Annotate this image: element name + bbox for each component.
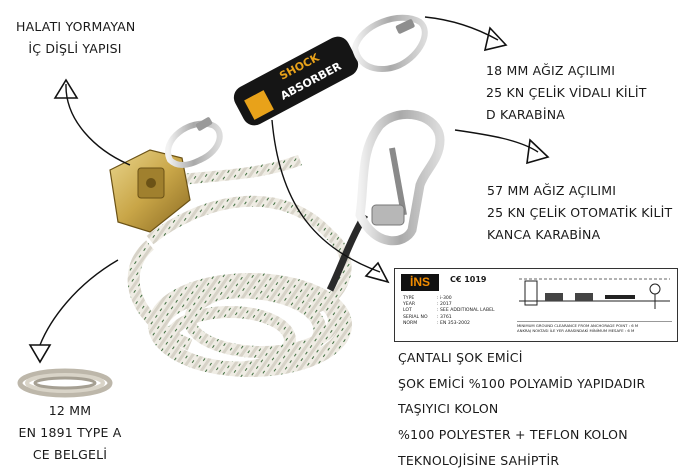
- spec-key: NORM: [403, 321, 437, 327]
- label-warning: MINIMUM GROUND CLEARANCE FROM ANCHORAGE …: [517, 321, 672, 333]
- installation-diagram: [515, 271, 675, 317]
- callout-d-carabiner: 18 MM AĞIZ AÇILIMI 25 KN ÇELİK VİDALI Kİ…: [486, 60, 647, 126]
- callout-line: ŞOK EMİCİ %100 POLYAMİD YAPIDADIR: [398, 371, 645, 397]
- callout-line: TAŞIYICI KOLON: [398, 396, 645, 422]
- callout-line: EN 1891 TYPE A: [14, 422, 126, 444]
- callout-line: HALATI YORMAYAN: [16, 16, 134, 38]
- ce-mark: C€ 1019: [450, 275, 487, 284]
- callout-line: 25 KN ÇELİK VİDALI KİLİT: [486, 82, 647, 104]
- brand-logo: İNS: [401, 274, 439, 291]
- d-carabiner: [355, 18, 425, 69]
- callout-line: KANCA KARABİNA: [487, 224, 672, 246]
- callout-line: 57 MM AĞIZ AÇILIMI: [487, 180, 672, 202]
- callout-line: D KARABİNA: [486, 104, 647, 126]
- spec-value: : EN 353-2002: [437, 321, 470, 326]
- callout-line: ÇANTALI ŞOK EMİCİ: [398, 345, 645, 371]
- warning-line: ANKRAJ NOKTASI İLE YER ARASINDAKİ MİNİMU…: [517, 328, 672, 333]
- callout-rope: 12 MM EN 1891 TYPE A CE BELGELİ: [14, 400, 126, 466]
- callout-line: %100 POLYESTER + TEFLON KOLON: [398, 422, 645, 448]
- callout-line: 18 MM AĞIZ AÇILIMI: [486, 60, 647, 82]
- callout-absorber: ÇANTALI ŞOK EMİCİ ŞOK EMİCİ %100 POLYAMİ…: [398, 345, 645, 473]
- callout-line: CE BELGELİ: [14, 444, 126, 466]
- callout-line: İÇ DİŞLİ YAPISI: [16, 38, 134, 60]
- rope-coil-icon: [20, 371, 110, 395]
- callout-line: 12 MM: [14, 400, 126, 422]
- spec-row: NORM: EN 353-2002: [403, 321, 495, 327]
- spec-value: : 3761: [437, 315, 452, 320]
- spec-value: : i-300: [437, 296, 452, 301]
- label-specs: TYPE: i-300 YEAR: 2017 LOT: SEE ADDITION…: [403, 296, 495, 327]
- spec-value: : SEE ADDITIONAL LABEL: [437, 308, 495, 313]
- callout-line: TEKNOLOJİSİNE SAHİPTİR: [398, 448, 645, 473]
- product-label: İNS C€ 1019 TYPE: i-300 YEAR: 2017 LOT: …: [394, 268, 678, 342]
- callout-rope-grab: HALATI YORMAYAN İÇ DİŞLİ YAPISI: [16, 16, 134, 60]
- callout-line: 25 KN ÇELİK OTOMATİK KİLİT: [487, 202, 672, 224]
- callout-hook: 57 MM AĞIZ AÇILIMI 25 KN ÇELİK OTOMATİK …: [487, 180, 672, 246]
- shock-absorber: SHOCK ABSORBER: [230, 32, 363, 129]
- spec-value: : 2017: [437, 302, 452, 307]
- hook-carabiner: [360, 114, 440, 240]
